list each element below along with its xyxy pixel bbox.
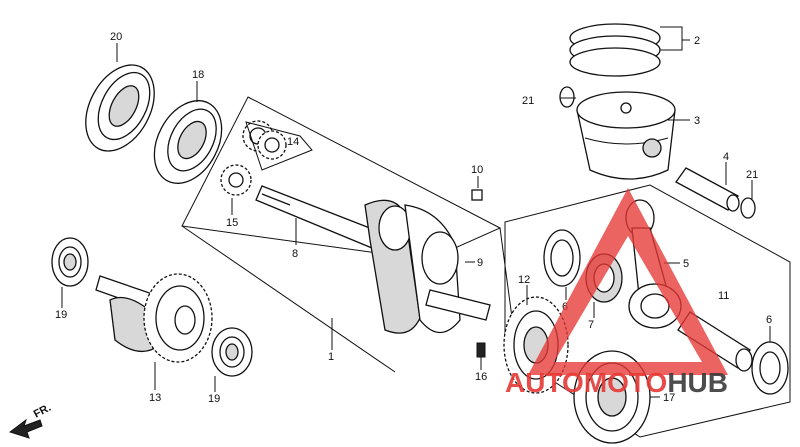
callout-10: 10	[471, 164, 483, 176]
callout-12: 12	[518, 274, 530, 286]
callout-17: 17	[663, 392, 675, 404]
callout-3: 3	[694, 115, 700, 127]
callout-19-right: 19	[208, 393, 220, 405]
arrow-icon	[8, 418, 43, 439]
callout-21-right: 21	[746, 169, 758, 181]
callout-4: 4	[723, 151, 729, 163]
callout-1: 1	[328, 351, 334, 363]
callout-20: 20	[110, 31, 122, 43]
clip-21a	[559, 86, 575, 108]
callout-13: 13	[149, 392, 161, 404]
watermark-hub: HUB	[667, 367, 728, 398]
key-10	[471, 189, 483, 201]
callout-6-right: 6	[766, 314, 772, 326]
front-label: FR.	[32, 402, 53, 421]
watermark: AUTOMOTOHUB	[505, 188, 728, 398]
gear-14	[242, 120, 287, 160]
warning-triangle-logo	[528, 188, 728, 375]
balancer-13	[95, 273, 213, 363]
svg-text:AUTOMOTOHUB: AUTOMOTOHUB	[505, 367, 728, 398]
callout-5: 5	[683, 258, 689, 270]
bearing-20	[85, 64, 155, 152]
pin-16	[476, 342, 486, 358]
callout-8: 8	[292, 248, 298, 260]
callout-18: 18	[192, 69, 204, 81]
piston-pin-4	[675, 167, 740, 212]
clip-21b	[740, 197, 756, 219]
callout-14: 14	[287, 136, 299, 148]
bearing-18	[153, 100, 223, 184]
piston-rings-2	[569, 23, 661, 77]
callout-11: 11	[718, 290, 729, 302]
callout-21-left: 21	[522, 95, 534, 107]
watermark-moto: MOTO	[584, 367, 667, 398]
watermark-auto: AUTO	[505, 367, 584, 398]
bearing-19a	[51, 237, 89, 287]
callout-9: 9	[477, 257, 483, 269]
washer-6a	[543, 229, 581, 287]
bearing-19b	[211, 327, 253, 377]
callout-7: 7	[588, 319, 594, 331]
gear-15	[220, 164, 252, 196]
leader-lines	[61, 26, 771, 398]
callout-16: 16	[475, 371, 487, 383]
washer-6b	[751, 341, 789, 395]
crankshaft-8	[255, 185, 491, 334]
callout-19-left: 19	[55, 309, 67, 321]
callout-2: 2	[694, 35, 700, 47]
callout-15: 15	[226, 217, 238, 229]
callouts: 20 18 14 15 8 9 1 10 21 2 3 4 21 5 12 6 …	[55, 31, 772, 405]
piston-3	[576, 91, 676, 180]
front-direction: FR.	[8, 402, 53, 439]
